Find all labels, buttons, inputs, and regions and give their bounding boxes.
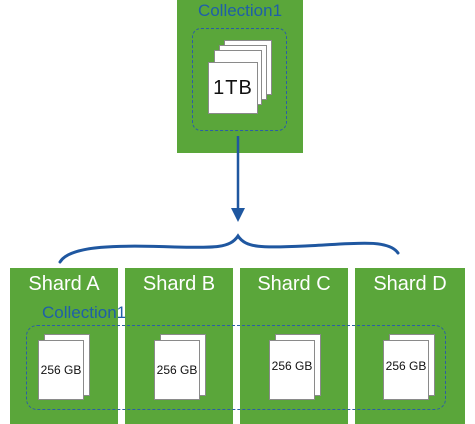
sharded-collection-label: Collection1 — [42, 303, 127, 322]
sharded-collection-outline — [26, 325, 446, 410]
shard-label-a: Shard A — [28, 273, 100, 295]
source-collection-label: Collection1 — [197, 1, 283, 20]
shard-a-document — [38, 340, 84, 400]
shard-d-document — [383, 340, 429, 400]
source-collection-outline — [192, 28, 287, 131]
shard-b-document-size: 256 GB — [156, 363, 198, 377]
source-document — [208, 62, 258, 114]
shard-label-d: Shard D — [373, 273, 447, 295]
shard-c-document — [269, 340, 315, 400]
shard-label-c: Shard C — [257, 273, 331, 295]
source-document-size: 1TB — [213, 77, 253, 99]
shard-a-document-size: 256 GB — [40, 363, 82, 377]
shard-d-document-size: 256 GB — [385, 359, 427, 373]
shard-b-document — [154, 340, 200, 400]
brace-curve — [58, 233, 400, 264]
shard-c-document-size: 256 GB — [271, 359, 313, 373]
down-arrow-head — [231, 208, 245, 222]
shard-label-b: Shard B — [142, 273, 216, 295]
